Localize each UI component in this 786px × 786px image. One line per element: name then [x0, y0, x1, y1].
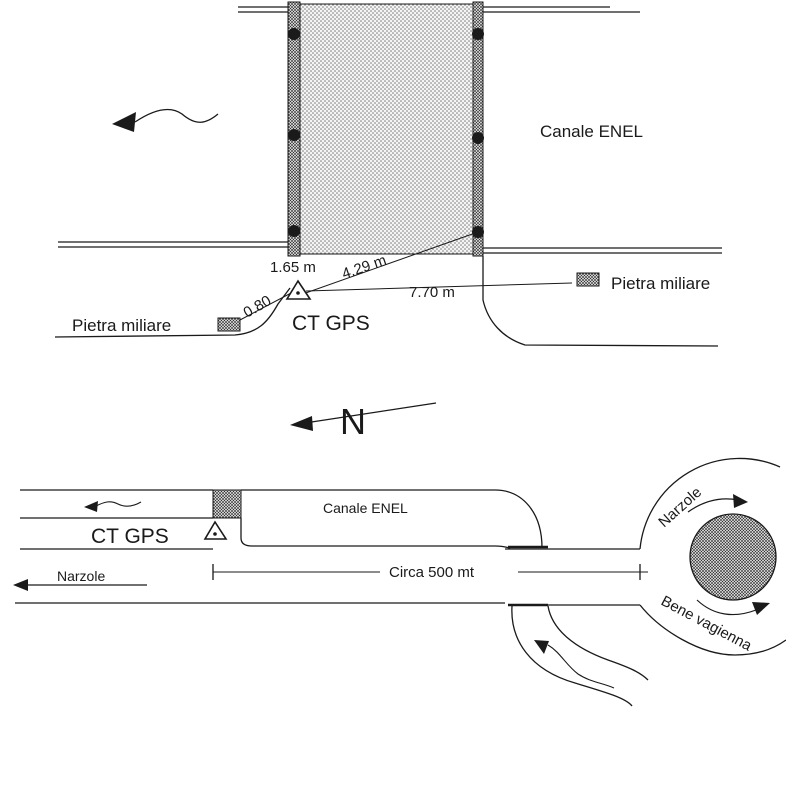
- lower-canal-label: Canale ENEL: [323, 500, 408, 516]
- main-road: [15, 545, 640, 607]
- milestone-right-label: Pietra miliare: [611, 274, 710, 293]
- upper-diagram: Canale ENEL Pietra miliare Pietra miliar…: [54, 1, 722, 347]
- distance-1: 1.65 m: [270, 259, 316, 276]
- milestone-left-label: Pietra miliare: [72, 316, 171, 335]
- road-edges-upper: [54, 256, 719, 347]
- milestone-right-icon: [576, 272, 600, 287]
- north-arrow-icon: N: [290, 401, 437, 442]
- roundabout-top-label: Narzole: [655, 484, 705, 531]
- station-label: CT GPS: [292, 312, 370, 335]
- roundabout-center: [689, 513, 777, 601]
- stream: [511, 605, 649, 707]
- distance-3: 7.70 m: [409, 284, 455, 301]
- narzole-left-label: Narzole: [57, 568, 105, 584]
- lower-gps-station-icon: [203, 520, 228, 540]
- narzole-arrow-icon: [13, 579, 147, 591]
- lower-diagram: Canale ENEL CT GPS Narzole Circa 500 mt …: [13, 457, 786, 707]
- canal-label: Canale ENEL: [540, 122, 643, 141]
- bridge-wall-right: [472, 1, 484, 257]
- milestone-left-icon: [217, 317, 241, 332]
- bank-lines: [58, 241, 722, 254]
- bridge-deck: [299, 3, 474, 255]
- lower-station-label: CT GPS: [91, 525, 169, 548]
- north-label: N: [340, 401, 366, 442]
- lower-bridge-icon: [212, 489, 242, 519]
- distance-2: 4.29 m: [340, 252, 389, 283]
- distance-dimension: [212, 564, 648, 580]
- measurement-lines: [239, 231, 573, 321]
- flow-arrow-icon: [112, 108, 219, 132]
- roundabout-bottom-label: Bene vagienna: [658, 593, 755, 655]
- gps-station-icon: [285, 279, 312, 300]
- roundabout: [639, 457, 786, 656]
- canal-channel: [20, 489, 543, 549]
- distance-label: Circa 500 mt: [389, 564, 475, 581]
- lower-flow-arrow-icon: [84, 501, 142, 512]
